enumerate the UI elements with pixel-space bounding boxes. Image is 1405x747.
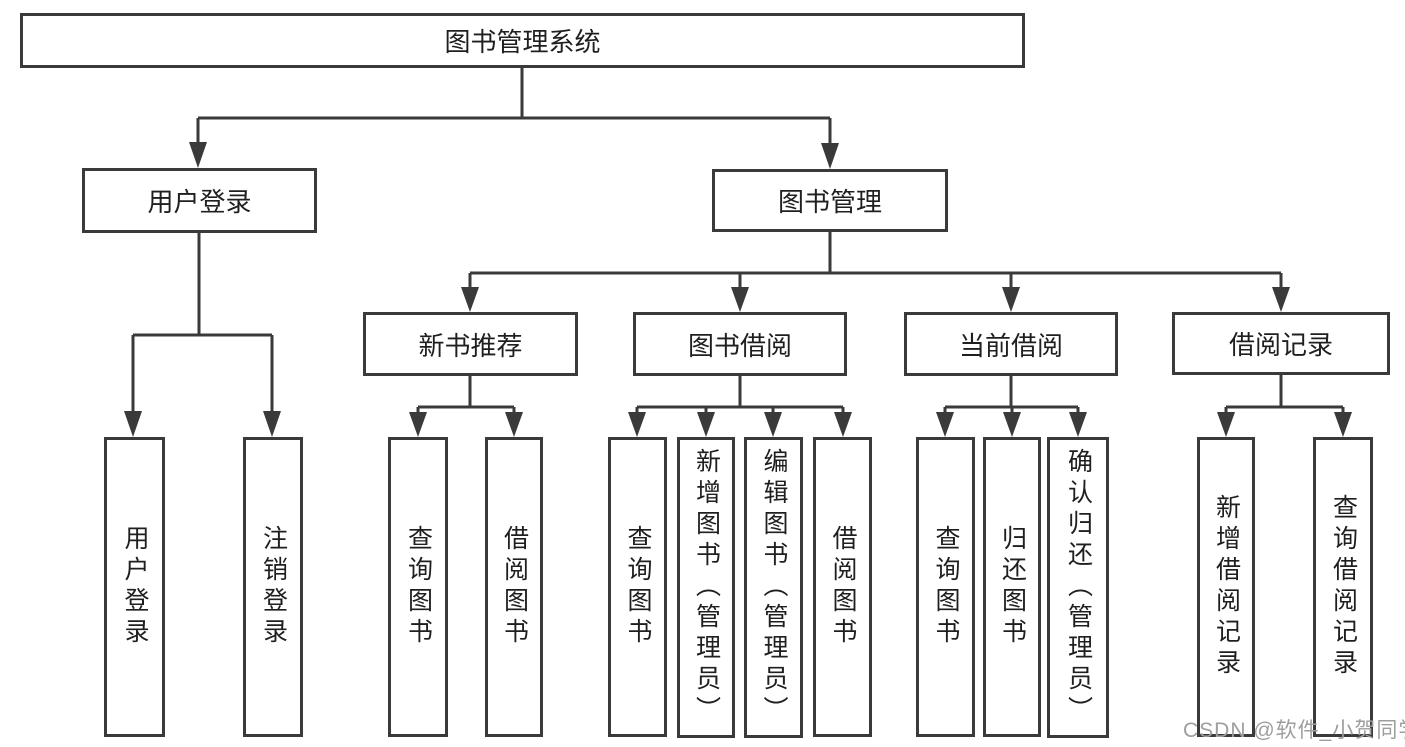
leaf-borrow-books-recommend: 借阅图书 (485, 437, 543, 737)
leaf-user-login: 用户登录 (104, 437, 165, 737)
leaf-edit-books-admin: 编辑图书（管理员） (744, 437, 803, 738)
leaf-query-borrow-record: 查询借阅记录 (1313, 437, 1373, 737)
leaf-add-borrow-record: 新增借阅记录 (1197, 437, 1255, 737)
node-current-borrowing: 当前借阅 (904, 312, 1118, 376)
leaf-borrow-books-borrowing: 借阅图书 (813, 437, 872, 737)
node-book-management: 图书管理 (712, 169, 948, 232)
leaf-add-books-admin: 新增图书（管理员） (677, 437, 735, 738)
leaf-query-books-borrowing: 查询图书 (608, 437, 667, 737)
node-user-login: 用户登录 (82, 168, 317, 233)
csdn-watermark: CSDN @软件_小贺同学 (1183, 719, 1405, 742)
node-new-book-recommend: 新书推荐 (363, 312, 578, 376)
leaf-query-books-recommend: 查询图书 (388, 437, 448, 737)
leaf-return-books: 归还图书 (983, 437, 1041, 737)
leaf-query-books-current: 查询图书 (916, 437, 975, 737)
leaf-logout: 注销登录 (243, 437, 303, 737)
leaf-confirm-return-admin: 确认归还（管理员） (1047, 437, 1109, 738)
node-library-management-system: 图书管理系统 (20, 13, 1025, 68)
node-borrowing-records: 借阅记录 (1172, 312, 1390, 375)
node-book-borrowing: 图书借阅 (633, 312, 847, 376)
